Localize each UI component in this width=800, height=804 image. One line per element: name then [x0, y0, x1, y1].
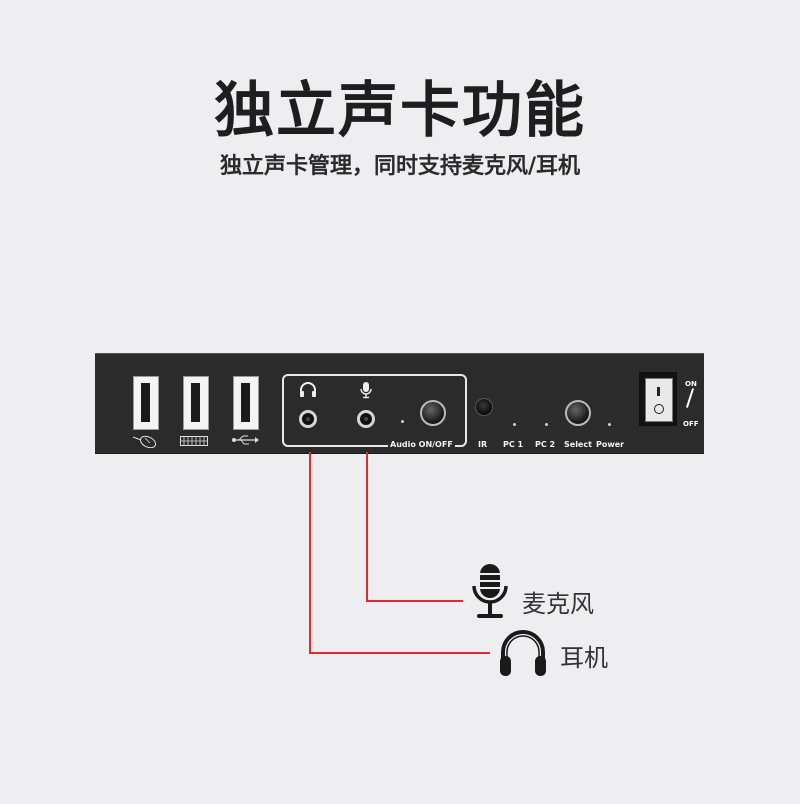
pc2-led: [545, 423, 548, 426]
microphone-port-icon: [360, 382, 372, 399]
onoff-divider: [685, 388, 695, 408]
usb-port-keyboard: [183, 376, 209, 430]
power-switch-housing: [639, 372, 677, 426]
ir-label: IR: [478, 440, 488, 449]
audio-toggle-button[interactable]: [420, 400, 446, 426]
microphone-wire-horizontal: [366, 600, 463, 602]
power-led: [608, 423, 611, 426]
headphone-jack[interactable]: [299, 410, 317, 428]
usb-port-general: [233, 376, 259, 430]
power-label: Power: [596, 440, 625, 449]
audio-label: Audio ON/OFF: [388, 440, 455, 449]
audio-led: [401, 420, 404, 423]
off-label: OFF: [683, 420, 699, 428]
headphones-icon: [500, 630, 546, 676]
power-switch[interactable]: [645, 378, 673, 422]
headphone-port-icon: [300, 382, 316, 397]
headphone-wire-horizontal: [309, 652, 490, 654]
on-label: ON: [685, 380, 697, 388]
headphones-label: 耳机: [560, 644, 608, 672]
page-title: 独立声卡功能: [214, 76, 586, 146]
headphone-wire-vertical: [309, 452, 311, 654]
pc1-led: [513, 423, 516, 426]
usb-port-mouse: [133, 376, 159, 430]
page-subtitle: 独立声卡管理，同时支持麦克风/耳机: [219, 154, 581, 179]
microphone-icon: [472, 564, 508, 618]
microphone-label: 麦克风: [522, 590, 594, 618]
select-label: Select: [564, 440, 592, 449]
microphone-jack[interactable]: [357, 410, 375, 428]
pc2-label: PC 2: [535, 440, 556, 449]
select-button[interactable]: [565, 400, 591, 426]
microphone-wire-vertical: [366, 452, 368, 602]
audio-section: [282, 374, 467, 447]
mouse-icon: [132, 435, 157, 448]
pc1-label: PC 1: [503, 440, 524, 449]
kvm-front-panel: Audio ON/OFF IR PC 1 PC 2 Select Power O…: [95, 353, 704, 454]
keyboard-icon: [180, 436, 208, 446]
usb-icon: [232, 435, 259, 445]
ir-receiver: [475, 398, 493, 416]
